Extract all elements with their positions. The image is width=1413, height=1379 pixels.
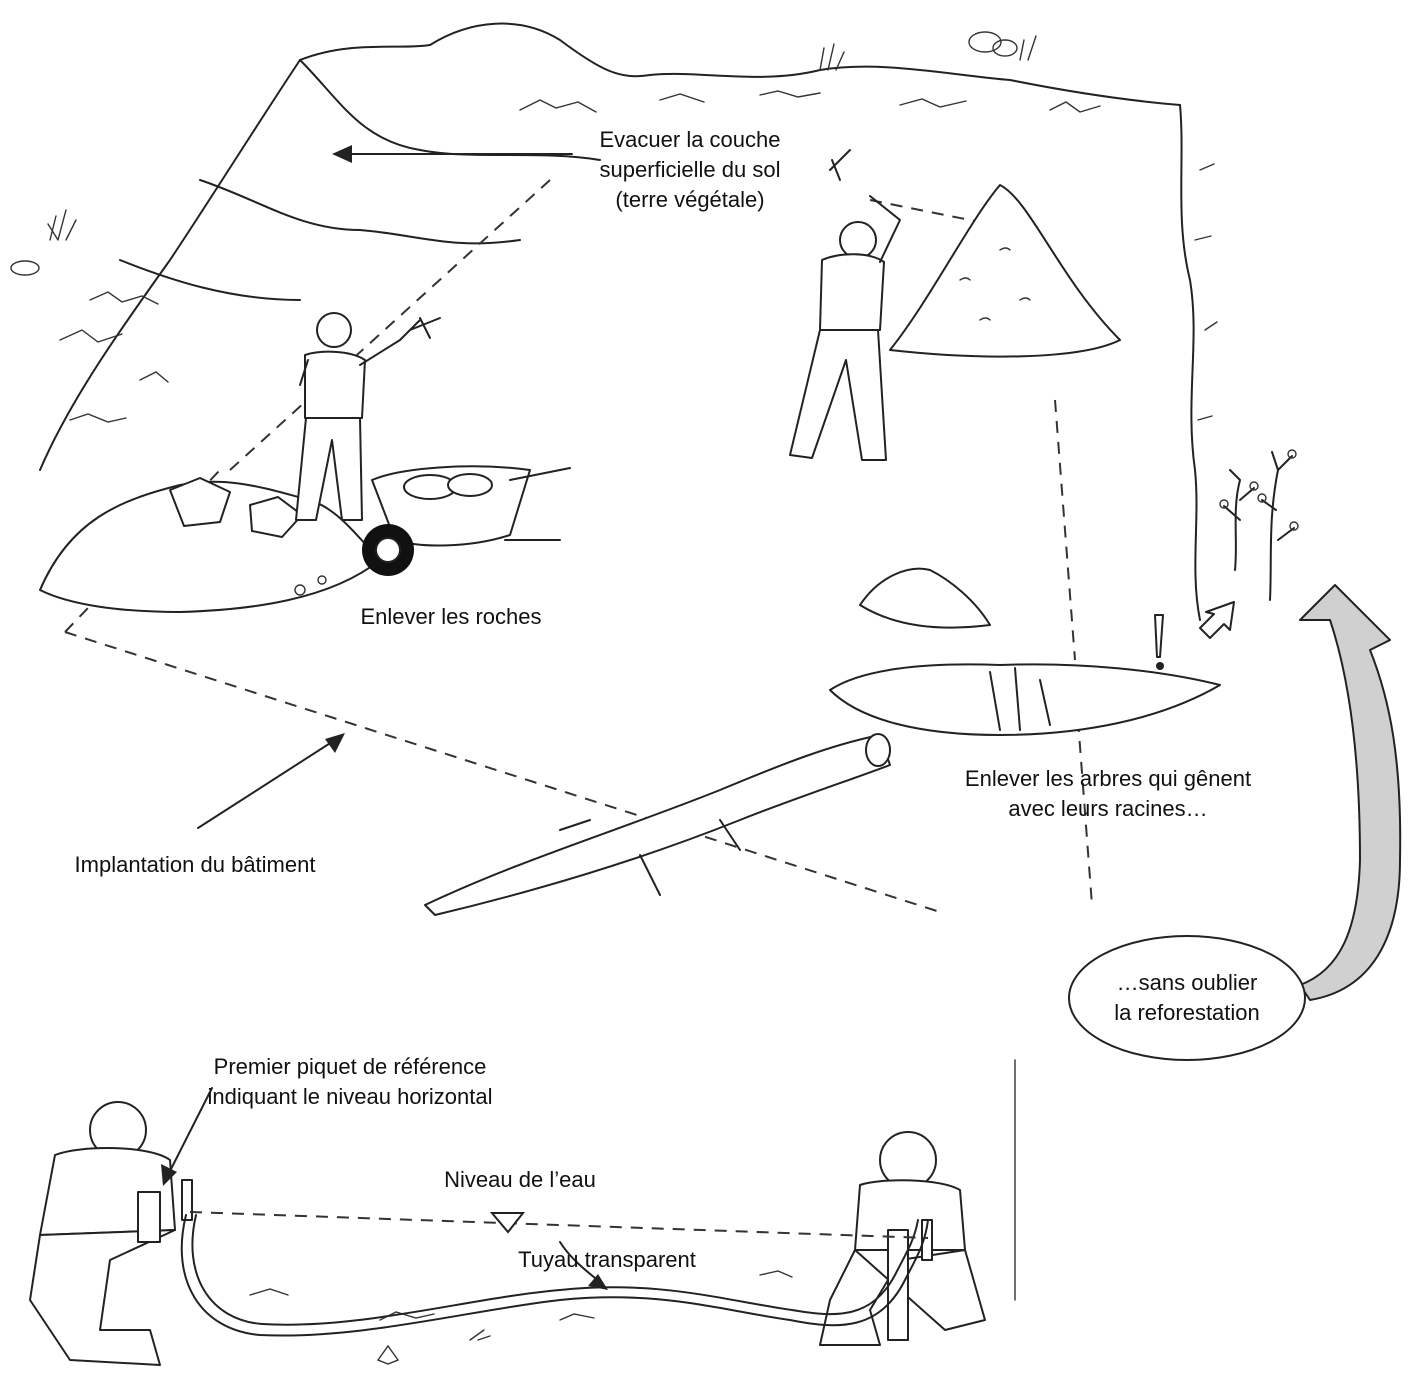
tree-stump-hole (830, 569, 1234, 735)
label-remove-rocks: Enlever les roches (336, 602, 566, 632)
rock-mound (40, 478, 380, 612)
label-building-layout: Implantation du bâtiment (40, 850, 350, 880)
soil-pile (890, 185, 1120, 357)
fallen-log (425, 734, 890, 915)
label-reforestation-line1: …sans oublier (1074, 968, 1300, 998)
label-reforestation-line2: la reforestation (1074, 998, 1300, 1028)
transparent-hose (182, 1215, 928, 1336)
label-remove-trees-line1: Enlever les arbres qui gênent (932, 764, 1284, 794)
label-transparent-hose: Tuyau transparent (492, 1245, 722, 1275)
worker-pickaxe-right (790, 150, 900, 460)
label-water-level: Niveau de l’eau (420, 1165, 620, 1195)
topsoil-arrow (332, 145, 572, 163)
wheelbarrow (362, 466, 570, 576)
young-trees (1220, 450, 1298, 600)
worker-left-kneeling (30, 1102, 192, 1365)
label-reference-stake-line2: indiquant le niveau horizontal (170, 1082, 530, 1112)
label-remove-topsoil-line1: Evacuer la couche (574, 125, 806, 155)
label-reforestation: …sans oublier la reforestation (1074, 968, 1300, 1028)
water-level-triangle (492, 1213, 523, 1232)
label-remove-topsoil-line2: superficielle du sol (574, 155, 806, 185)
label-remove-topsoil: Evacuer la couche superficielle du sol (… (574, 125, 806, 215)
water-level-line (190, 1212, 928, 1238)
layout-arrow (198, 733, 345, 828)
label-remove-trees-line2: avec leurs racines… (932, 794, 1284, 824)
label-reference-stake: Premier piquet de référence indiquant le… (170, 1052, 530, 1112)
label-remove-topsoil-line3: (terre végétale) (574, 185, 806, 215)
label-reference-stake-line1: Premier piquet de référence (170, 1052, 530, 1082)
label-remove-trees: Enlever les arbres qui gênent avec leurs… (932, 764, 1284, 824)
reforestation-curved-arrow (1300, 585, 1400, 1000)
